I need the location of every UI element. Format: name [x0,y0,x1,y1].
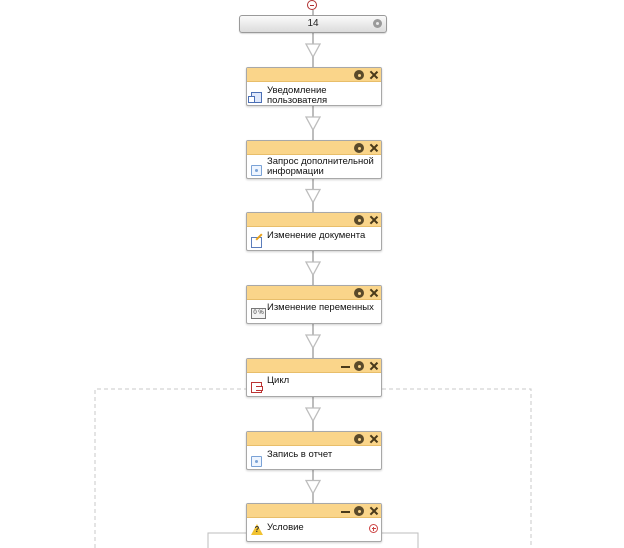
connector-arrow [304,261,322,277]
loop-icon [251,382,263,393]
activity-header [247,432,381,446]
close-icon[interactable] [369,434,378,443]
add-branch-icon[interactable] [369,524,378,533]
gear-icon[interactable] [355,215,364,224]
condition-icon [251,524,263,535]
report-icon [251,456,262,467]
gear-icon[interactable] [355,143,364,152]
activity-change-variables[interactable]: 0 % Изменение переменных [246,285,382,324]
gear-icon[interactable] [355,288,364,297]
gear-icon[interactable] [355,434,364,443]
close-icon[interactable] [369,143,378,152]
activity-header [247,141,381,155]
info-request-icon [251,165,262,176]
start-node-label: 14 [307,18,319,29]
close-icon[interactable] [369,215,378,224]
connector-arrow [304,407,322,423]
variables-icon: 0 % [251,308,266,319]
activity-header [247,68,381,82]
activity-user-notification[interactable]: Уведомление пользователя [246,67,382,106]
connector-arrow [304,188,322,204]
activity-label: Изменение переменных [267,302,374,313]
connector-arrow [304,479,322,495]
activity-header [247,286,381,300]
close-icon[interactable] [369,506,378,515]
activity-condition[interactable]: Условие [246,503,382,542]
loop-container-border [94,388,532,548]
close-icon[interactable] [369,288,378,297]
activity-header [247,504,381,518]
minimize-icon[interactable] [341,506,350,515]
gear-icon[interactable] [355,70,364,79]
connector-arrow [304,334,322,350]
gear-icon[interactable] [355,506,364,515]
connector-arrow [304,116,322,132]
activity-label: Запрос дополнительной информации [267,156,374,177]
activity-label: Уведомление пользователя [267,85,328,106]
activity-label: Запись в отчет [267,449,333,460]
activity-label: Условие [267,522,304,533]
activity-loop[interactable]: Цикл [246,358,382,397]
start-node[interactable]: 14 [239,15,387,33]
edit-document-icon [251,237,262,248]
condition-branch-lines [207,532,419,548]
close-icon[interactable] [369,361,378,370]
activity-header [247,359,381,373]
gear-icon[interactable] [355,361,364,370]
activity-report-entry[interactable]: Запись в отчет [246,431,382,470]
activity-info-request[interactable]: Запрос дополнительной информации [246,140,382,179]
activity-label: Цикл [267,375,290,386]
activity-header [247,213,381,227]
minimize-icon[interactable] [341,361,350,370]
activity-edit-document[interactable]: Изменение документа [246,212,382,251]
connector-arrow [304,43,322,59]
user-notification-icon [248,92,262,103]
gear-icon[interactable] [373,19,382,28]
activity-label: Изменение документа [267,230,366,241]
collapse-icon[interactable] [307,0,317,10]
close-icon[interactable] [369,70,378,79]
